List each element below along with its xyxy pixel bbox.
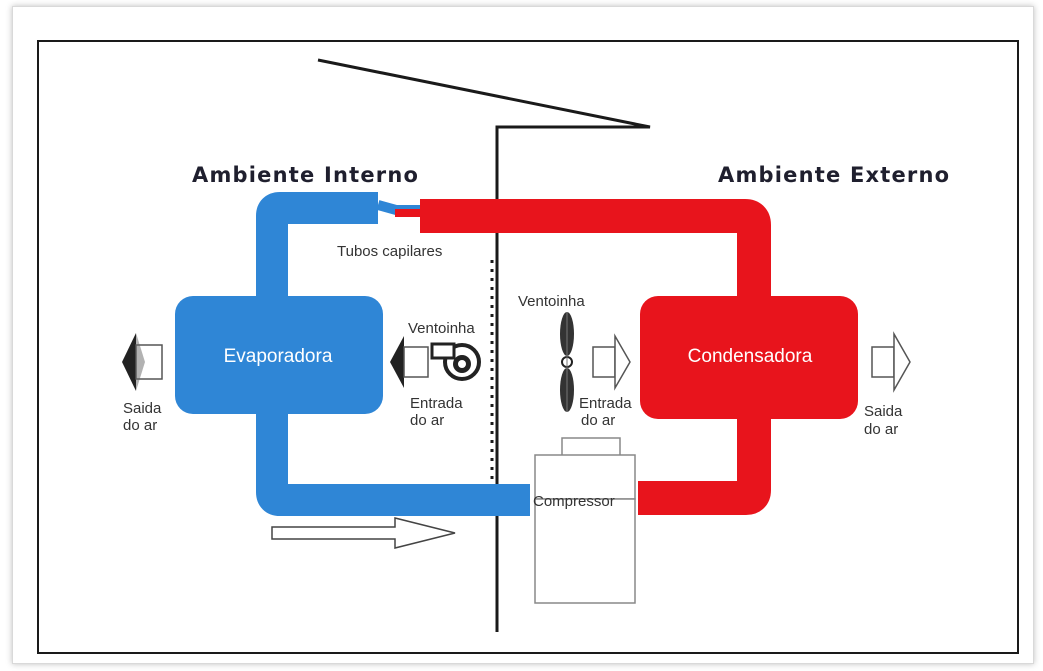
air-in-left-2: do ar bbox=[410, 412, 444, 429]
cold-pipe bbox=[256, 192, 530, 516]
air-out-left-1: Saida bbox=[123, 400, 162, 417]
compressor-label: Compressor bbox=[533, 493, 615, 510]
fan-left-label: Ventoinha bbox=[408, 320, 475, 337]
evaporator-label: Evaporadora bbox=[224, 346, 333, 367]
air-in-right-1: Entrada bbox=[579, 395, 632, 412]
air-out-right-1: Saida bbox=[864, 403, 903, 420]
air-outlet-right-arrow-icon bbox=[871, 331, 911, 393]
capillary-label: Tubos capilares bbox=[337, 243, 442, 260]
condenser-label: Condensadora bbox=[688, 346, 813, 367]
axial-fan-icon bbox=[560, 312, 574, 412]
blower-fan-icon bbox=[430, 342, 481, 381]
air-in-right-2: do ar bbox=[581, 412, 615, 429]
air-out-left-2: do ar bbox=[123, 417, 157, 434]
air-out-right-2: do ar bbox=[864, 421, 898, 438]
outdoor-title: Ambiente Externo bbox=[718, 163, 950, 187]
diagram-border bbox=[37, 40, 1019, 654]
evaporator-unit bbox=[175, 296, 383, 414]
flow-direction-arrow-icon bbox=[271, 517, 456, 549]
fan-right-label: Ventoinha bbox=[518, 293, 585, 310]
air-in-left-1: Entrada bbox=[410, 395, 463, 412]
compressor-unit bbox=[534, 437, 636, 604]
air-inlet-right-arrow-icon bbox=[592, 333, 631, 391]
air-inlet-left-arrow-icon bbox=[390, 336, 429, 388]
indoor-title: Ambiente Interno bbox=[192, 163, 419, 187]
air-outlet-left-arrow-icon bbox=[122, 333, 163, 391]
hot-pipe bbox=[420, 199, 771, 515]
condenser-unit bbox=[640, 296, 858, 419]
roof-line bbox=[317, 58, 651, 632]
